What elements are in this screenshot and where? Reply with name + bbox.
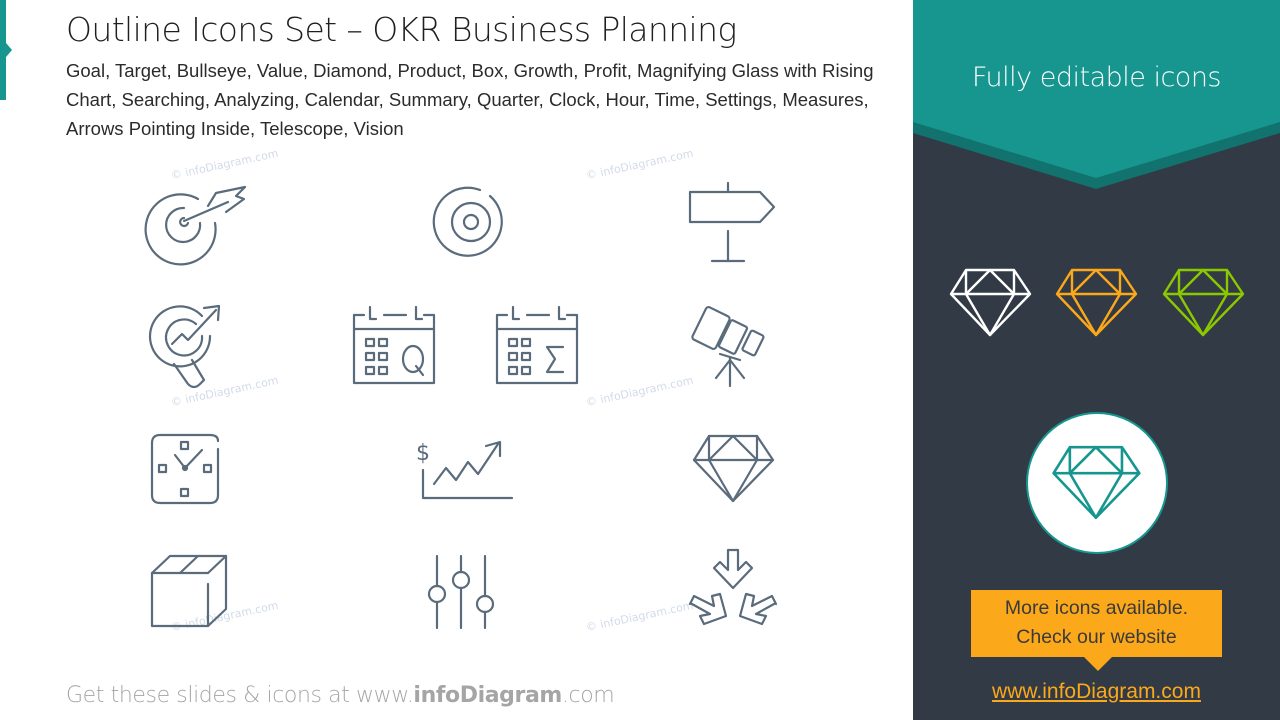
more-icons-callout: More icons available. Check our website [971, 590, 1222, 657]
telescope-icon [691, 302, 774, 390]
left-accent-bar [0, 0, 6, 100]
watermark: © infoDiagram.com [169, 146, 280, 183]
diamond-teal-icon [1052, 445, 1141, 520]
diamond-white-icon [949, 268, 1033, 343]
banner-chevron [913, 0, 1280, 189]
panel-title: Fully editable icons [972, 62, 1222, 93]
svg-text:$: $ [416, 441, 430, 466]
profit-growth-icon: $ [416, 438, 516, 502]
footer-prefix: Get these slides & icons at www. [66, 683, 414, 708]
callout-line1: More icons available. [1004, 597, 1189, 619]
footer-brand: infoDiagram [413, 683, 562, 708]
clock-icon [150, 433, 222, 505]
footer-suffix: .com [561, 683, 615, 708]
left-accent-notch [6, 43, 12, 57]
bullseye-arrow-icon [144, 185, 248, 266]
signpost-icon [688, 181, 778, 264]
diamond-badge [1026, 412, 1168, 554]
watermark: © infoDiagram.com [584, 146, 695, 183]
callout-line2: Check our website [1016, 626, 1177, 648]
target-icon [432, 186, 507, 258]
watermark: © infoDiagram.com [584, 373, 695, 410]
page-title: Outline Icons Set – OKR Business Plannin… [66, 10, 737, 49]
calendar-summary-icon [495, 303, 579, 387]
footer-promo: Get these slides & icons at www.infoDiag… [66, 683, 615, 708]
calendar-quarter-icon [352, 303, 436, 387]
magnifier-rising-chart-icon [148, 302, 224, 390]
diamond-green-icon [1162, 268, 1246, 343]
page-subtitle: Goal, Target, Bullseye, Value, Diamond, … [66, 60, 874, 139]
arrows-inward-icon [686, 548, 780, 636]
box-icon [150, 554, 228, 628]
website-link[interactable]: www.infoDiagram.com [992, 680, 1201, 703]
diamond-icon [692, 434, 775, 504]
watermark: © infoDiagram.com [584, 598, 695, 635]
settings-sliders-icon [426, 554, 496, 630]
right-panel: Fully editable icons [913, 0, 1280, 720]
diamond-orange-icon [1055, 268, 1139, 343]
callout-pointer [1084, 657, 1112, 671]
